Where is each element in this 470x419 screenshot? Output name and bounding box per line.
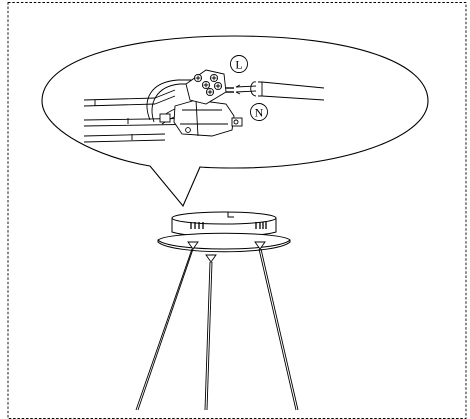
gripper-left (187, 241, 199, 250)
cable-center (204, 261, 211, 411)
neutral-marker: N (250, 103, 268, 121)
vent-slots-left (190, 222, 204, 229)
terminal-block (185, 69, 227, 105)
vent-slots-right (255, 222, 267, 229)
mounting-bracket (83, 89, 211, 143)
gripper-center (205, 254, 217, 263)
cable-grippers (187, 241, 266, 263)
supply-cable (226, 81, 325, 101)
neutral-label: N (255, 105, 264, 119)
live-label: L (235, 57, 242, 71)
suspension-cables (135, 248, 299, 411)
live-marker: L (230, 55, 248, 73)
gripper-right (254, 241, 266, 250)
cable-right (258, 248, 297, 411)
ceiling-canopy (157, 211, 291, 253)
cable-left (135, 248, 193, 411)
